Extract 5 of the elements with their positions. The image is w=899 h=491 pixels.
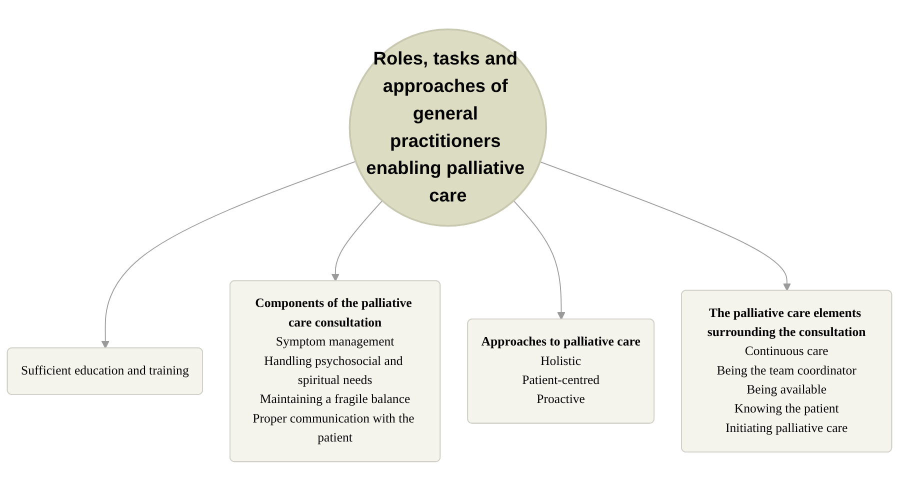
arrow (540, 161, 791, 292)
arrow (331, 200, 383, 282)
arrow (513, 200, 566, 320)
arrow (101, 160, 356, 349)
node-circle: Roles, tasks and approaches of general practitioners enabling palliative care (348, 28, 548, 227)
